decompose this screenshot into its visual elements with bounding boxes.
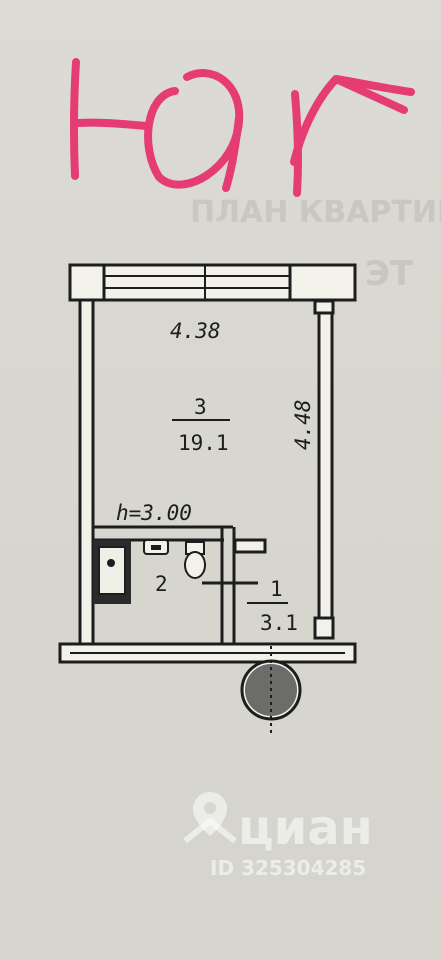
faint-background-text-right: ЭТ <box>365 254 414 294</box>
cian-watermark: циан ID 325304285 <box>183 792 373 880</box>
room-3-number: 3 <box>194 395 207 419</box>
listing-id: ID 325304285 <box>210 856 366 880</box>
top-wall-window <box>68 263 357 302</box>
room-1-area: 3.1 <box>260 611 298 635</box>
cian-brand-text: циан <box>238 800 373 856</box>
toilet-icon <box>184 541 206 579</box>
handwritten-note-south <box>69 58 415 197</box>
sink-icon <box>143 539 169 555</box>
faint-background-text: ПЛАН КВАРТИРЫ <box>190 195 441 230</box>
outer-walls <box>58 298 357 664</box>
bathtub-icon <box>93 540 131 604</box>
room-3-area: 19.1 <box>178 431 229 455</box>
length-dimension: 4.48 <box>291 399 315 450</box>
room-1-number: 1 <box>270 577 283 601</box>
entrance-circle-icon <box>240 646 302 734</box>
room-2-number: 2 <box>155 572 168 596</box>
width-dimension: 4.38 <box>170 319 221 343</box>
ceiling-height: h=3.00 <box>116 501 192 525</box>
